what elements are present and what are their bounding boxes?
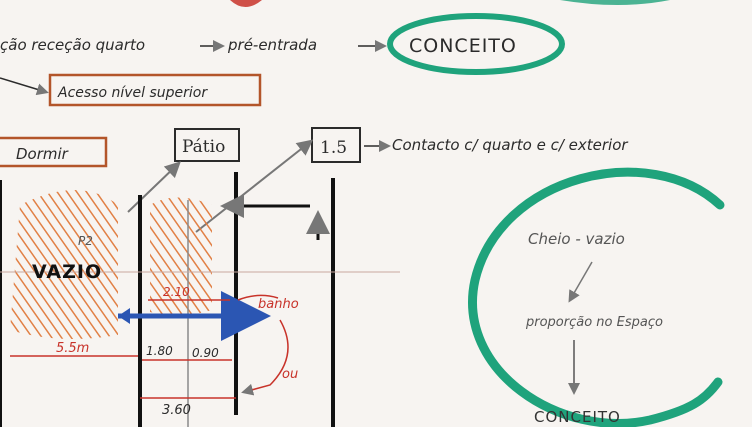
ratio-label: 1.5 — [320, 138, 347, 158]
concept-title-top: CONCEITO — [409, 35, 517, 57]
blue-span-arrow-head-left — [118, 308, 130, 324]
acesso-box — [48, 73, 262, 107]
top-green-mark — [560, 0, 670, 5]
hatch-middle — [150, 197, 212, 316]
dormir-note: Dormir — [0, 136, 108, 168]
contacto-label: Contacto c/ quarto e c/ exterior — [392, 136, 628, 154]
banho-curve — [237, 294, 279, 301]
flow-text-reception: ção receção quarto — [0, 36, 145, 54]
ratio-arrow — [195, 139, 314, 233]
dim-3-60: 3.60 — [162, 403, 191, 418]
ou-curve — [241, 319, 289, 396]
dim-0-90: 0.90 — [192, 346, 219, 360]
section-drawing: VAZIO P2 2.10 banho 5.5m 1.80 0.90 ou 3.… — [0, 172, 400, 427]
dormir-box — [0, 136, 108, 168]
hatch-left — [10, 190, 118, 339]
green-c-curve — [468, 167, 725, 427]
concept-diagram: Cheio - vazio proporção no Espaço CONCEI… — [468, 167, 725, 427]
conceito-bottom-label: CONCEITO — [534, 408, 621, 426]
patio-label: Pátio — [182, 137, 225, 157]
patio-arrow — [127, 161, 181, 213]
concept-circle-top — [387, 13, 565, 75]
ratio-note: 1.5 Contacto c/ quarto e c/ exterior — [195, 127, 628, 233]
acesso-label: Acesso nível superior — [57, 85, 208, 101]
dim-5-5: 5.5m — [56, 341, 89, 356]
ou-label: ou — [282, 367, 298, 382]
acesso-note: Acesso nível superior — [0, 73, 262, 107]
dim-1-80: 1.80 — [146, 344, 173, 358]
dormir-label: Dormir — [16, 145, 69, 163]
proporcao-label: proporção no Espaço — [525, 315, 663, 330]
top-flow-notes: ção receção quarto pré-entrada CONCEITO — [0, 13, 565, 75]
top-red-mark — [230, 0, 262, 7]
vazio-label: VAZIO — [32, 261, 102, 283]
banho-label: banho — [258, 297, 299, 312]
patio-box — [174, 128, 240, 162]
acesso-arrow — [0, 77, 49, 96]
diagram-arrow-1 — [568, 261, 593, 303]
p2-label: P2 — [78, 234, 93, 248]
flow-text-pre-entrada: pré-entrada — [227, 36, 317, 54]
dim-2-10: 2.10 — [163, 285, 190, 299]
patio-note: Pátio — [127, 128, 240, 213]
cheio-vazio-label: Cheio - vazio — [528, 230, 625, 248]
